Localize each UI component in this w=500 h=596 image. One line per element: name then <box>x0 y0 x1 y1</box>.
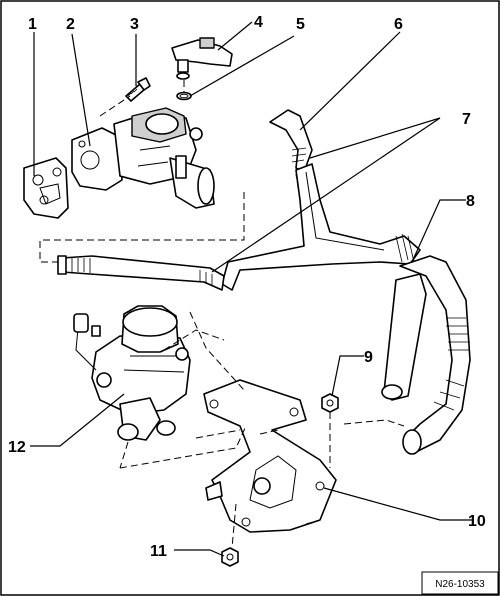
callout-3: 3 <box>130 16 139 33</box>
callout-7: 7 <box>462 111 471 128</box>
callout-11: 11 <box>150 543 167 560</box>
reference-code-box: N26-10353 <box>421 571 499 595</box>
callout-6: 6 <box>394 16 403 33</box>
callout-8: 8 <box>466 193 475 210</box>
part-5-o-ring <box>176 91 192 101</box>
part-3-bolt <box>125 77 151 102</box>
part-9-nut <box>321 393 339 413</box>
part-10-bracket <box>203 379 337 533</box>
callout-leader-lines <box>30 21 474 557</box>
part-12-secondary-air-pump <box>73 305 191 441</box>
part-8-air-hose <box>381 255 471 455</box>
part-6-7-hose-assembly <box>57 109 421 291</box>
assembly-dashed-lines <box>39 80 405 549</box>
callout-4: 4 <box>254 14 263 31</box>
callout-9: 9 <box>364 349 373 366</box>
reference-code: N26-10353 <box>435 579 485 590</box>
callout-2: 2 <box>66 16 75 33</box>
part-11-nut <box>221 547 239 567</box>
callout-labels: 1 2 3 4 5 6 7 8 9 10 11 12 <box>8 14 486 560</box>
part-2-combination-valve <box>71 107 215 209</box>
part-4-sensor <box>171 37 233 80</box>
callout-1: 1 <box>28 16 37 33</box>
callout-10: 10 <box>468 513 486 530</box>
callout-5: 5 <box>296 16 305 33</box>
part-1-gasket <box>23 157 69 219</box>
callout-12: 12 <box>8 439 26 456</box>
